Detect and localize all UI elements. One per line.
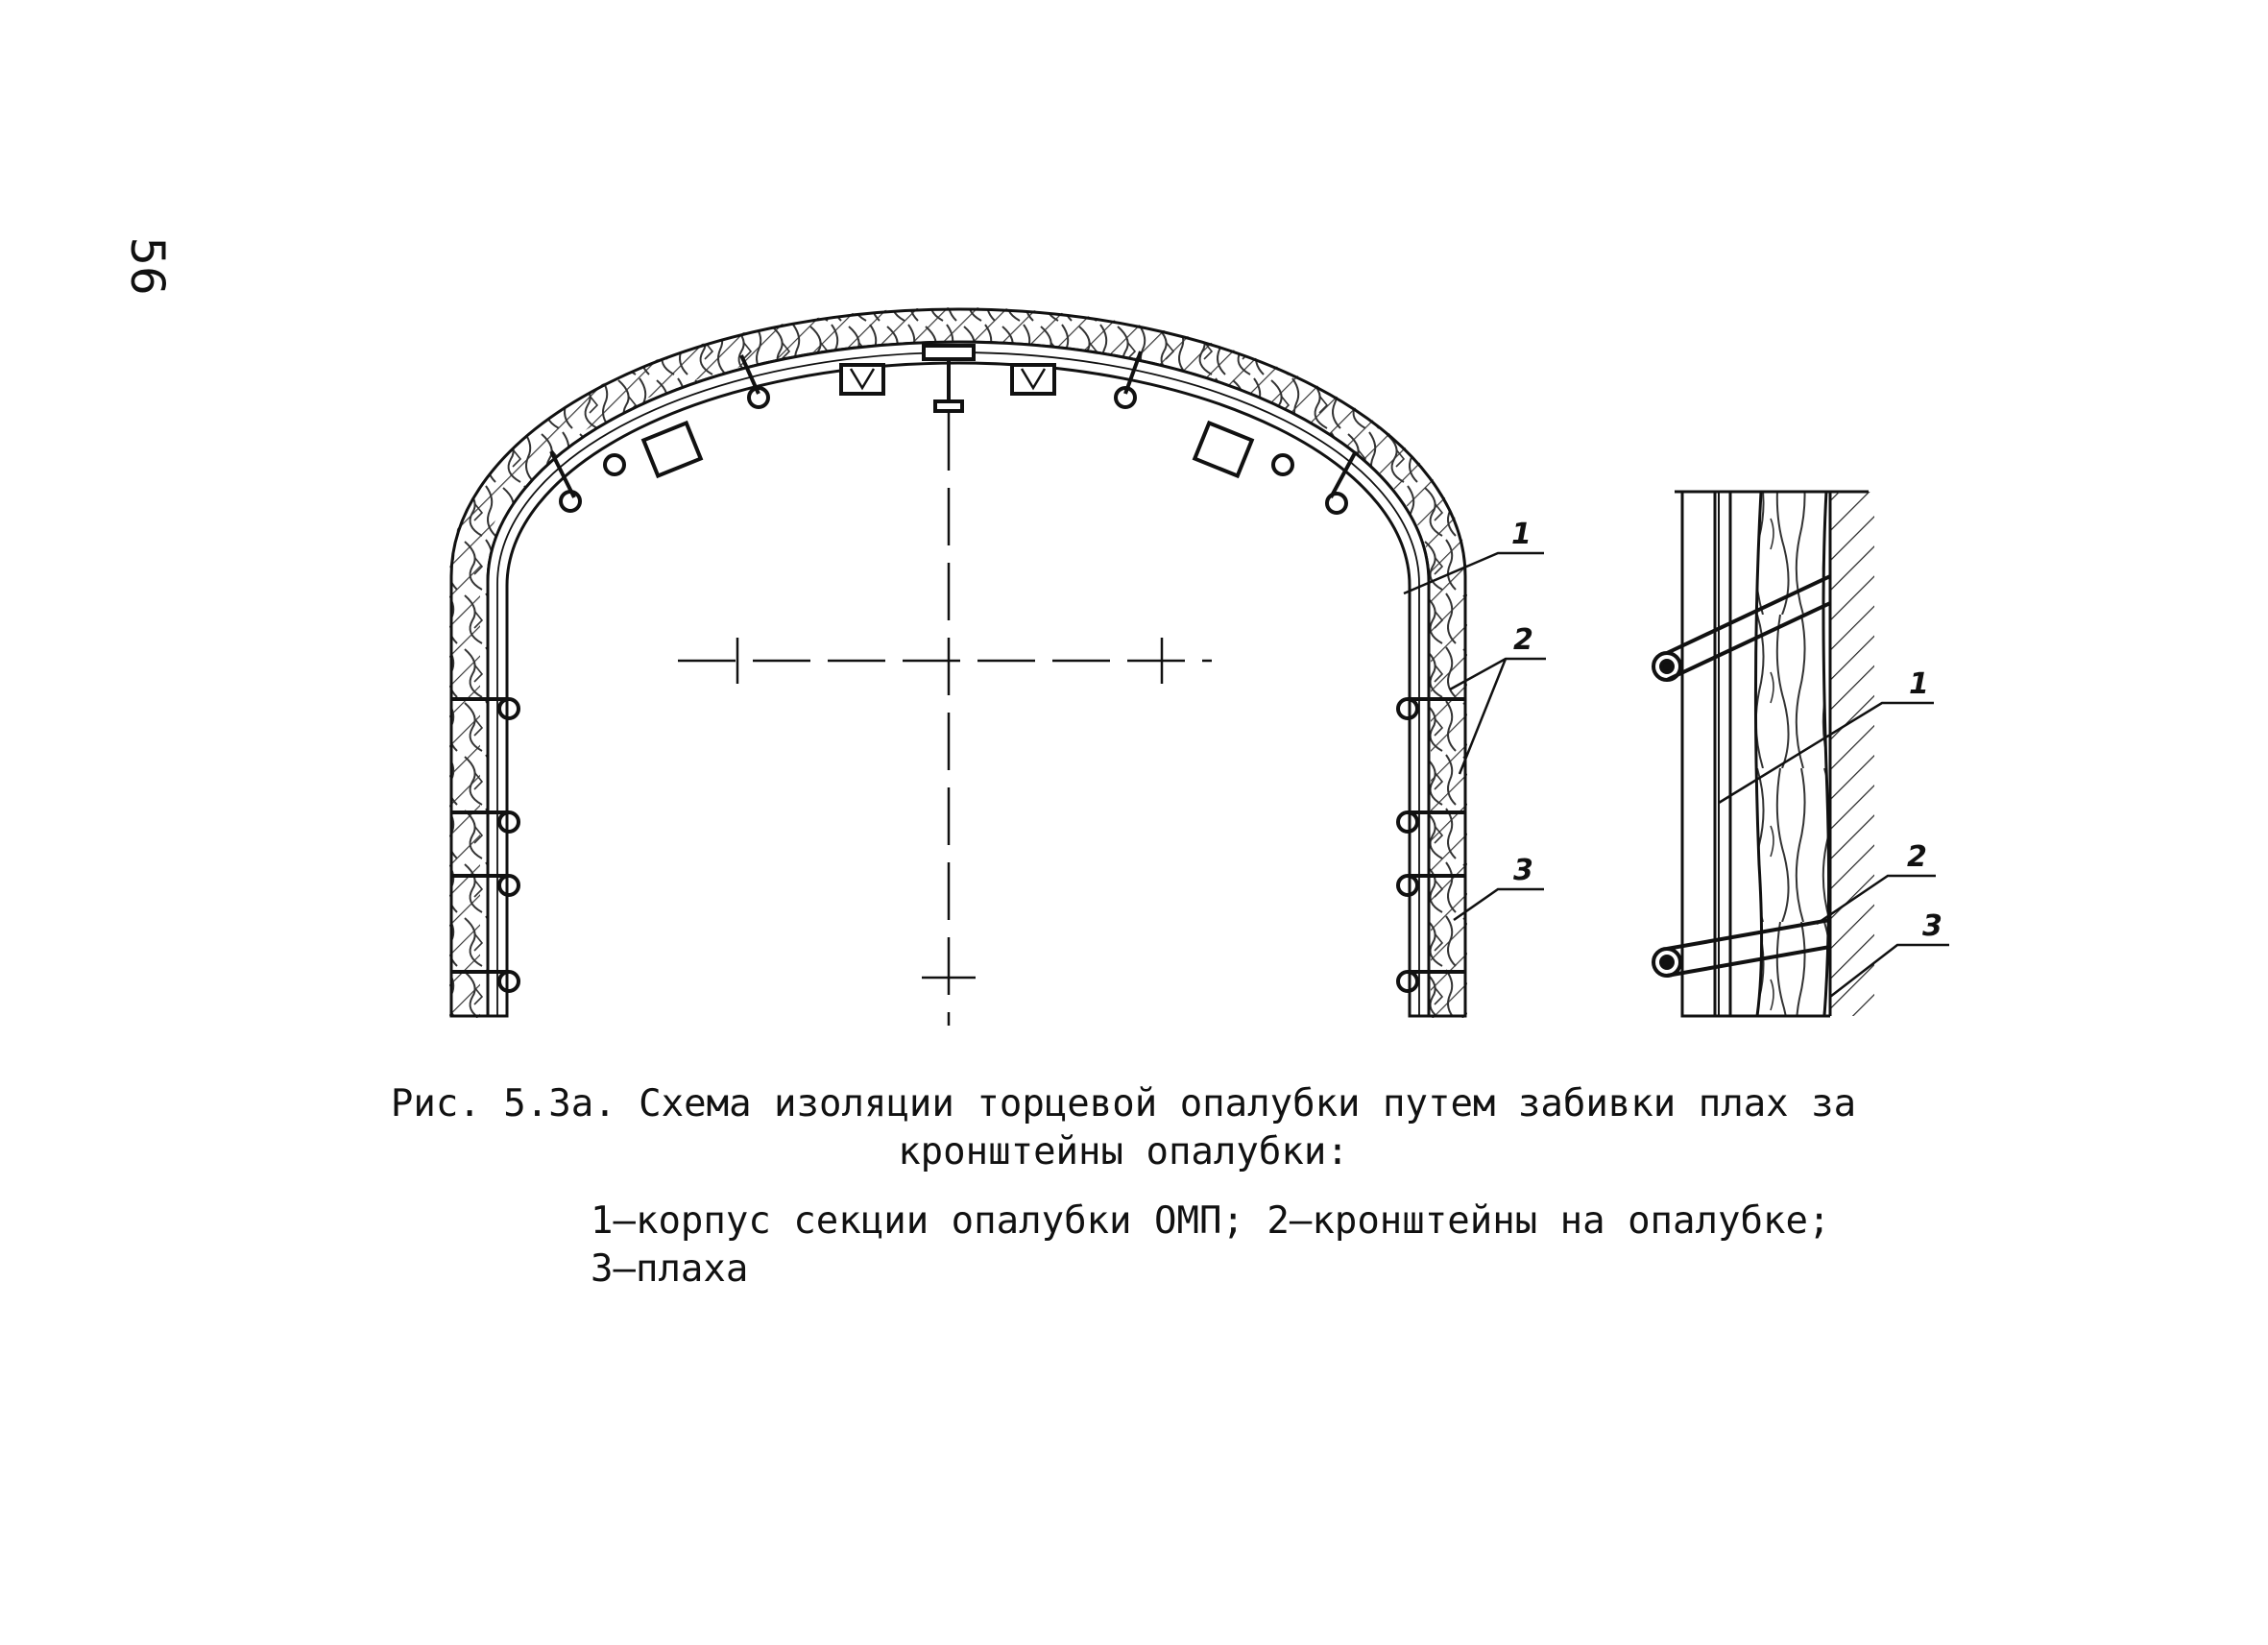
figure-caption: Рис. 5.3а. Схема изоляции торцевой опалу…: [346, 1080, 1901, 1294]
crown-brackets: [549, 351, 1358, 515]
plank-band: [449, 307, 1467, 1018]
section-callout-2: 2: [1907, 840, 1927, 874]
left-wall-brackets: [451, 697, 520, 993]
caption-title-line-1: Рис. 5.3а. Схема изоляции торцевой опалу…: [390, 1082, 1857, 1125]
section-brackets: [1652, 574, 1831, 978]
formwork-body: [486, 340, 1431, 1018]
arch-callout-leaders: [1403, 551, 1546, 922]
longitudinal-section: 1 2 3: [1652, 490, 1949, 1018]
arch-callout-1: 1: [1511, 518, 1532, 551]
section-rock-hatching: [1830, 492, 1874, 1016]
caption-title-line-2: кронштейны опалубки:: [898, 1130, 1349, 1173]
arch-callout-3: 3: [1513, 854, 1533, 887]
section-plank: [1753, 490, 1831, 1018]
section-callout-leaders: [1718, 701, 1949, 998]
caption-legend-line-2: 3–плаха: [591, 1247, 749, 1291]
caption-legend-line-1: 1–корпус секции опалубки ОМП; 2–кронштей…: [591, 1199, 1831, 1243]
crown-beam: [922, 344, 976, 413]
centre-ticks: [736, 638, 1164, 980]
caption-legend: 1–корпус секции опалубки ОМП; 2–кронштей…: [591, 1197, 1901, 1294]
stiffening-blocks: [640, 363, 1255, 479]
section-callout-3: 3: [1922, 909, 1942, 943]
arch-callout-2: 2: [1513, 623, 1533, 657]
centre-lines: [678, 413, 1212, 1026]
arch-cross-section: 1 2 3: [449, 307, 1546, 1026]
caption-title: Рис. 5.3а. Схема изоляции торцевой опалу…: [346, 1080, 1901, 1176]
right-wall-brackets: [1396, 697, 1465, 993]
section-callout-1: 1: [1909, 667, 1929, 701]
